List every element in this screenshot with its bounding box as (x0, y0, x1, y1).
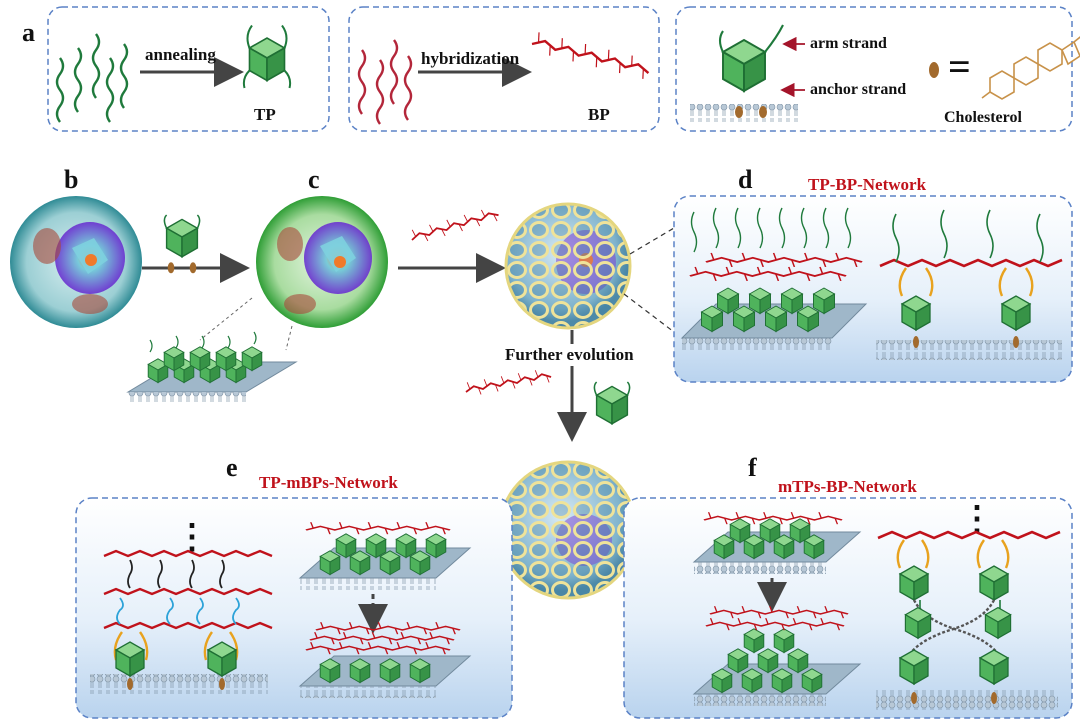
panel-label-d: d (738, 165, 753, 194)
equals-sign: = (948, 44, 971, 89)
panel-a-box-hybridization (348, 6, 660, 132)
lipid-membrane-icon (690, 104, 798, 122)
panel-label-c: c (308, 165, 320, 194)
mitochondrion-icon (277, 227, 303, 261)
tetrahedral-prism-icon (242, 24, 292, 89)
anchor-strand-label: anchor strand (810, 81, 906, 98)
mitochondrion-icon (72, 294, 108, 314)
panel-label-e: e (226, 453, 238, 482)
further-evolution-label-bg (504, 344, 644, 366)
panel-label-f: f (748, 453, 757, 482)
bp-label: BP (588, 105, 610, 124)
nanocage-top (504, 202, 675, 333)
panel-e-ellipsis: ⋮ (175, 519, 209, 556)
panel-a: a annealing TP hybridization (22, 6, 1080, 132)
cholesterol-label: Cholesterol (944, 109, 1022, 126)
tp-bp-network-3d (680, 207, 868, 352)
mitochondrion-icon (33, 228, 61, 264)
panel-d: d TP-BP-Network (673, 165, 1073, 383)
branched-polymer-icon (408, 204, 501, 246)
panel-e: e TP-mBPs-Network ⋮ (75, 453, 513, 719)
mitochondrion-icon (284, 294, 316, 314)
panel-c: c (126, 165, 388, 404)
tp-mbps-network-3d (298, 520, 472, 698)
panel-label-b: b (64, 165, 78, 194)
tetrahedral-prism-icon (593, 381, 631, 425)
cholesterol-anchor (759, 106, 767, 118)
nanocage-bottom (498, 460, 638, 600)
tp-mbps-network-schematic (90, 549, 273, 694)
panel-f: f mTPs-BP-Network (623, 453, 1073, 719)
tp-bp-network-schematic (876, 209, 1063, 360)
tp-on-membrane-icon (718, 24, 784, 92)
hybridization-label: hybridization (421, 49, 520, 68)
further-evolution-label: Further evolution (505, 345, 634, 364)
panel-label-a: a (22, 18, 35, 47)
annealing-label: annealing (145, 45, 216, 64)
mtps-bp-network-3d (692, 510, 862, 706)
panel-f-title: mTPs-BP-Network (778, 477, 917, 496)
tp-label: TP (254, 105, 276, 124)
mtps-bp-network-schematic (876, 530, 1061, 710)
panel-d-title: TP-BP-Network (808, 175, 927, 194)
cholesterol-anchor (735, 106, 743, 118)
branched-polymer-icon (463, 366, 553, 398)
arm-strand-label: arm strand (810, 35, 887, 52)
tetrahedral-prism-icon (163, 214, 201, 274)
panel-b: b (10, 165, 142, 328)
tp-array-membrane (126, 331, 298, 404)
cholesterol-structure-icon (981, 36, 1080, 100)
panel-a-box-annealing (47, 6, 330, 132)
cholesterol-icon (929, 62, 939, 78)
panel-e-title: TP-mBPs-Network (259, 473, 398, 492)
